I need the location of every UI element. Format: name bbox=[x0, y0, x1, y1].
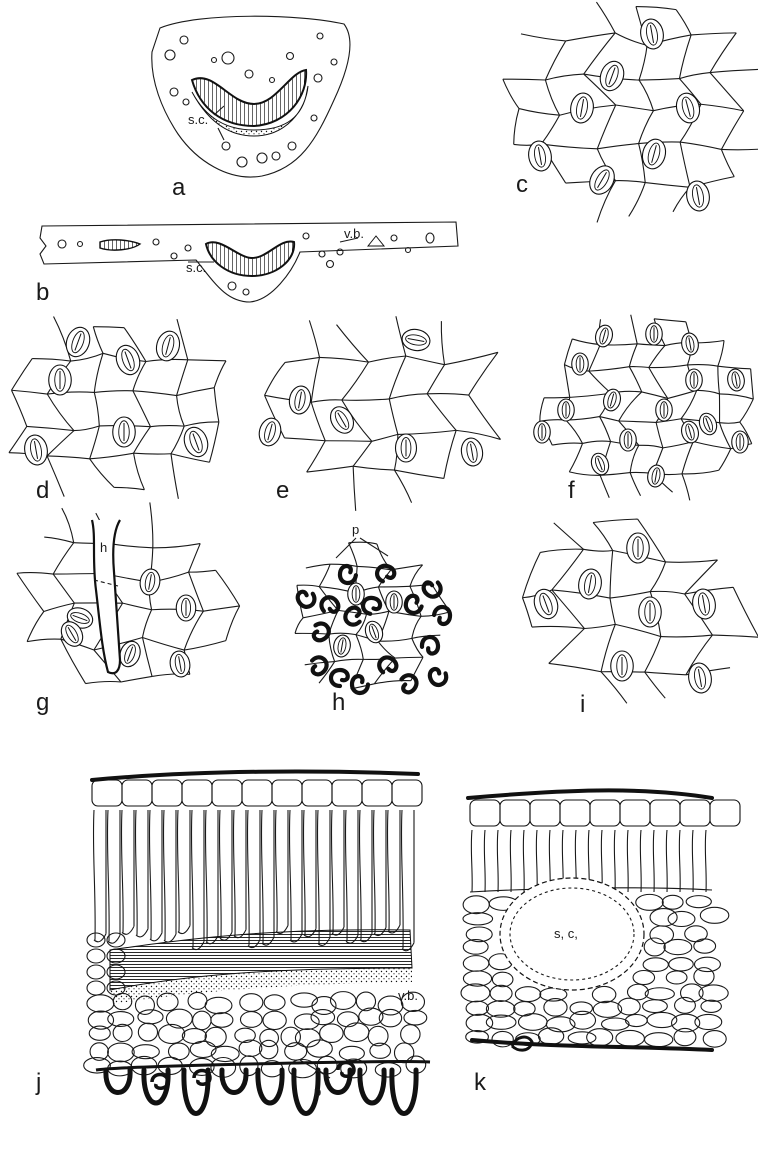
midrib-bundle bbox=[206, 241, 294, 276]
annotation-p-j: p bbox=[314, 1084, 321, 1099]
panel-label-b: b bbox=[36, 279, 49, 306]
annotation-vb-j: v.b. bbox=[398, 988, 418, 1003]
panel-label-j: j bbox=[35, 1069, 41, 1096]
panel-h: p h bbox=[295, 522, 451, 716]
petiole-outline bbox=[152, 16, 350, 177]
panel-label-c: c bbox=[516, 171, 528, 198]
panel-a: s.c. a bbox=[152, 16, 350, 201]
secretory-canals bbox=[165, 33, 337, 167]
annotation-p-h: p bbox=[352, 522, 359, 537]
stomata bbox=[332, 583, 402, 658]
panel-label-k: k bbox=[474, 1069, 487, 1096]
panel-label-i: i bbox=[580, 691, 585, 718]
stomata bbox=[256, 327, 485, 467]
panel-j: v.b. p j bbox=[35, 772, 430, 1114]
annotation-sc-b: s.c. bbox=[186, 260, 206, 275]
upper-cuticle bbox=[92, 772, 418, 780]
stomata bbox=[57, 568, 196, 679]
panel-f: f bbox=[534, 315, 754, 504]
panel-label-g: g bbox=[36, 689, 49, 716]
epidermal-cells bbox=[503, 2, 758, 222]
panel-e: e bbox=[256, 316, 500, 511]
panel-label-h: h bbox=[332, 689, 345, 716]
epidermal-cells bbox=[9, 317, 226, 499]
stomata bbox=[534, 323, 749, 488]
stomata bbox=[530, 533, 717, 695]
annotation-vb-b: v.b. bbox=[344, 226, 364, 241]
panel-label-f: f bbox=[568, 477, 575, 504]
annotation-h-g: h bbox=[100, 540, 107, 555]
panel-g: h g bbox=[17, 502, 240, 716]
panel-label-a: a bbox=[172, 174, 186, 201]
upper-epidermis bbox=[92, 780, 422, 806]
upper-epidermis bbox=[470, 800, 740, 826]
panel-i: i bbox=[522, 519, 758, 718]
panel-b: v.b. s.c. b bbox=[36, 222, 458, 306]
panel-c: c bbox=[503, 2, 758, 222]
panel-label-e: e bbox=[276, 477, 289, 504]
upper-cuticle-k bbox=[468, 790, 712, 798]
stomata bbox=[22, 324, 211, 467]
panel-d: d bbox=[9, 317, 226, 504]
lateral-bundle bbox=[100, 240, 140, 250]
papillae-lower bbox=[96, 1062, 430, 1114]
panel-k: s, c, k bbox=[461, 790, 740, 1096]
annotation-sc-k: s, c, bbox=[554, 926, 578, 941]
panel-label-d: d bbox=[36, 477, 49, 504]
annotation-sc-a: s.c. bbox=[188, 112, 208, 127]
epidermal-cells bbox=[295, 542, 450, 689]
